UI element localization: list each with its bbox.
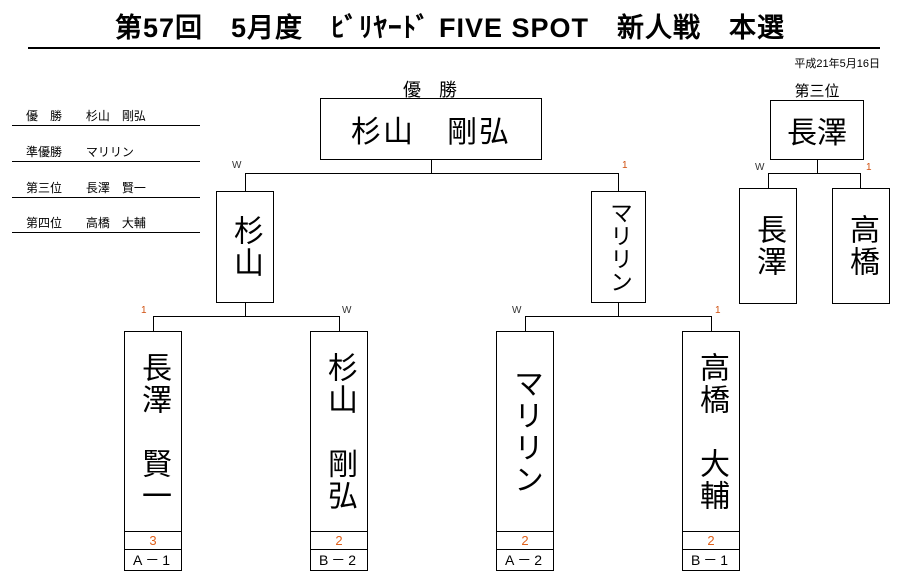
bracket-line bbox=[153, 316, 154, 331]
bracket-line bbox=[525, 316, 711, 317]
semifinal-right-box: マリリン bbox=[591, 191, 646, 303]
score-1: 3 bbox=[124, 531, 182, 549]
bracket-line bbox=[245, 173, 618, 174]
third-place-label: 第三位 bbox=[794, 82, 840, 100]
result-name: 長澤 賢一 bbox=[85, 181, 146, 195]
bracket-line bbox=[618, 303, 619, 316]
bracket-line bbox=[431, 160, 432, 173]
result-rank: 第三位 bbox=[26, 181, 63, 195]
win-mark: W bbox=[512, 305, 522, 316]
bracket-line bbox=[339, 316, 340, 331]
loss-mark: 1 bbox=[715, 305, 721, 316]
score-4: 2 bbox=[682, 531, 740, 549]
loss-mark: 1 bbox=[866, 162, 872, 173]
slot-label-4: B－1 bbox=[682, 549, 740, 571]
champion-box: 杉山 剛弘 bbox=[320, 98, 542, 160]
win-mark: W bbox=[232, 160, 242, 171]
slot-label-1: A－1 bbox=[124, 549, 182, 571]
third-place-box: 長澤 bbox=[770, 100, 864, 160]
bracket-line bbox=[618, 173, 619, 191]
result-name: 杉山 剛弘 bbox=[85, 109, 146, 123]
bracket-line bbox=[711, 316, 712, 331]
result-rank: 第四位 bbox=[26, 216, 63, 230]
result-row-2: 準優勝 マリリン bbox=[12, 144, 200, 162]
title-underline bbox=[28, 47, 880, 49]
loss-mark: 1 bbox=[622, 160, 628, 171]
champion-label: 優 勝 bbox=[403, 80, 457, 101]
bracket-line bbox=[245, 173, 246, 191]
player-box-4: 高橋 大輔 bbox=[682, 331, 740, 531]
result-name: 高橋 大輔 bbox=[85, 216, 146, 230]
slot-label-3: A－2 bbox=[496, 549, 554, 571]
bracket-line bbox=[245, 303, 246, 316]
result-rank: 準優勝 bbox=[26, 145, 63, 159]
bracket-line bbox=[768, 173, 769, 188]
result-name: マリリン bbox=[85, 145, 134, 159]
bracket-line bbox=[768, 173, 860, 174]
bracket-line bbox=[817, 160, 818, 173]
bracket-line bbox=[525, 316, 526, 331]
slot-label-2: B－2 bbox=[310, 549, 368, 571]
player-box-3: マリリン bbox=[496, 331, 554, 531]
loss-mark: 1 bbox=[141, 305, 147, 316]
third-match-right-box: 高橋 bbox=[832, 188, 890, 304]
win-mark: W bbox=[342, 305, 352, 316]
date-text: 平成21年5月16日 bbox=[794, 58, 880, 70]
semifinal-left-box: 杉山 bbox=[216, 191, 274, 303]
player-box-1: 長澤 賢一 bbox=[124, 331, 182, 531]
third-match-left-box: 長澤 bbox=[739, 188, 797, 304]
result-rank: 優 勝 bbox=[26, 109, 63, 123]
result-row-1: 優 勝 杉山 剛弘 bbox=[12, 108, 200, 126]
bracket-line bbox=[860, 173, 861, 188]
win-mark: W bbox=[755, 162, 765, 173]
score-2: 2 bbox=[310, 531, 368, 549]
result-row-4: 第四位 高橋 大輔 bbox=[12, 215, 200, 233]
page-title: 第57回 5月度 ﾋﾞﾘﾔｰﾄﾞ FIVE SPOT 新人戦 本選 bbox=[114, 13, 786, 43]
player-box-2: 杉山 剛弘 bbox=[310, 331, 368, 531]
score-3: 2 bbox=[496, 531, 554, 549]
bracket-line bbox=[153, 316, 339, 317]
result-row-3: 第三位 長澤 賢一 bbox=[12, 180, 200, 198]
